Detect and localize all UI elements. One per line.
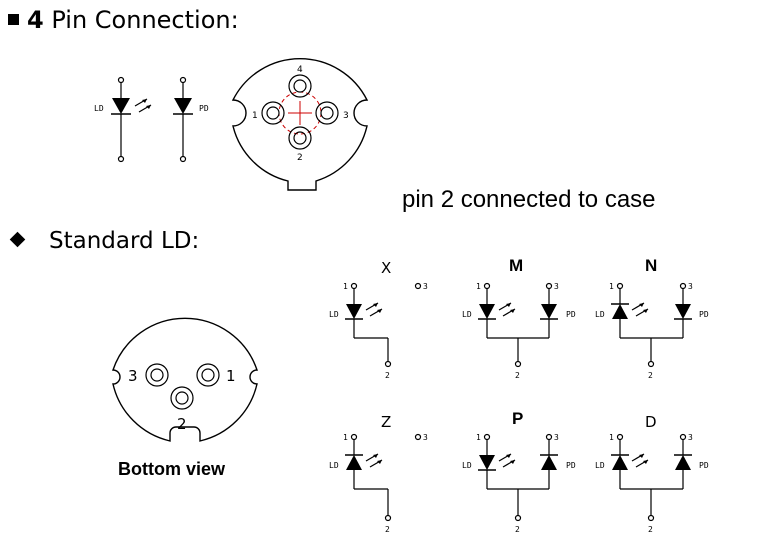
standard-ld-heading: Standard LD: — [8, 228, 199, 254]
config-n: N 1 3 2 LD PD — [595, 256, 709, 380]
top-pin-4-label: 4 — [297, 65, 303, 75]
config-z: Z 1 3 2 LD — [329, 413, 428, 534]
config-x-pin3: 3 — [423, 282, 428, 291]
config-x-code: X — [381, 259, 391, 277]
config-z-pin1: 1 — [343, 433, 348, 442]
config-d-pin1: 1 — [609, 433, 614, 442]
config-p-code: P — [512, 409, 523, 428]
bottom-view-outline: 3 1 2 — [112, 317, 258, 442]
config-p-pin2: 2 — [515, 525, 520, 534]
config-p-pd: PD — [566, 461, 576, 470]
config-z-pin2: 2 — [385, 525, 390, 534]
config-d-ld: LD — [595, 461, 605, 470]
config-p: P 1 3 2 LD PD — [462, 409, 576, 534]
config-p-pin3: 3 — [554, 433, 559, 442]
config-n-pd: PD — [699, 310, 709, 319]
config-z-code: Z — [381, 413, 391, 431]
bottom-pin-3-label: 3 — [128, 367, 138, 385]
heading-title: Pin Connection: — [51, 6, 239, 34]
config-n-pin1: 1 — [609, 282, 614, 291]
four-pin-outline: 4 1 3 2 — [231, 58, 369, 191]
config-m-pin3: 3 — [554, 282, 559, 291]
top-pin-2-label: 2 — [297, 153, 303, 163]
config-m-code: M — [509, 256, 523, 275]
config-d-pd: PD — [699, 461, 709, 470]
config-n-ld: LD — [595, 310, 605, 319]
top-ld-symbol: LD — [94, 76, 152, 163]
config-n-code: N — [645, 256, 657, 275]
bottom-view-caption: Bottom view — [118, 459, 226, 479]
config-p-ld: LD — [462, 461, 472, 470]
config-z-pin3: 3 — [423, 433, 428, 442]
config-z-ld: LD — [329, 461, 339, 470]
config-m-ld: LD — [462, 310, 472, 319]
config-x-ld: LD — [329, 310, 339, 319]
bottom-pin-2-label: 2 — [177, 415, 187, 433]
config-m-pin1: 1 — [476, 282, 481, 291]
config-n-pin2: 2 — [648, 371, 653, 380]
section-title: Standard LD: — [49, 228, 200, 254]
config-n-pin3: 3 — [688, 282, 693, 291]
pin-connection-heading: 4 Pin Connection: — [8, 6, 239, 34]
config-d-code: D — [645, 413, 657, 431]
config-x-pin1: 1 — [343, 282, 348, 291]
config-x-pin2: 2 — [385, 371, 390, 380]
config-d: D 1 3 2 LD PD — [595, 413, 709, 534]
config-d-pin3: 3 — [688, 433, 693, 442]
top-pd-symbol: PD — [173, 76, 209, 163]
top-pin-1-label: 1 — [252, 111, 258, 121]
config-m: M 1 3 2 LD PD — [462, 256, 576, 380]
config-x: X 1 3 2 LD — [329, 259, 428, 380]
config-m-pd: PD — [566, 310, 576, 319]
config-m-pin2: 2 — [515, 371, 520, 380]
config-p-pin1: 1 — [476, 433, 481, 442]
heading-number: 4 — [27, 6, 44, 34]
square-bullet-icon — [8, 14, 19, 25]
top-pd-label: PD — [199, 104, 209, 113]
case-note: pin 2 connected to case — [402, 186, 656, 213]
top-pin-3-label: 3 — [343, 111, 349, 121]
bottom-pin-1-label: 1 — [226, 367, 236, 385]
config-d-pin2: 2 — [648, 525, 653, 534]
top-ld-label: LD — [94, 104, 104, 113]
